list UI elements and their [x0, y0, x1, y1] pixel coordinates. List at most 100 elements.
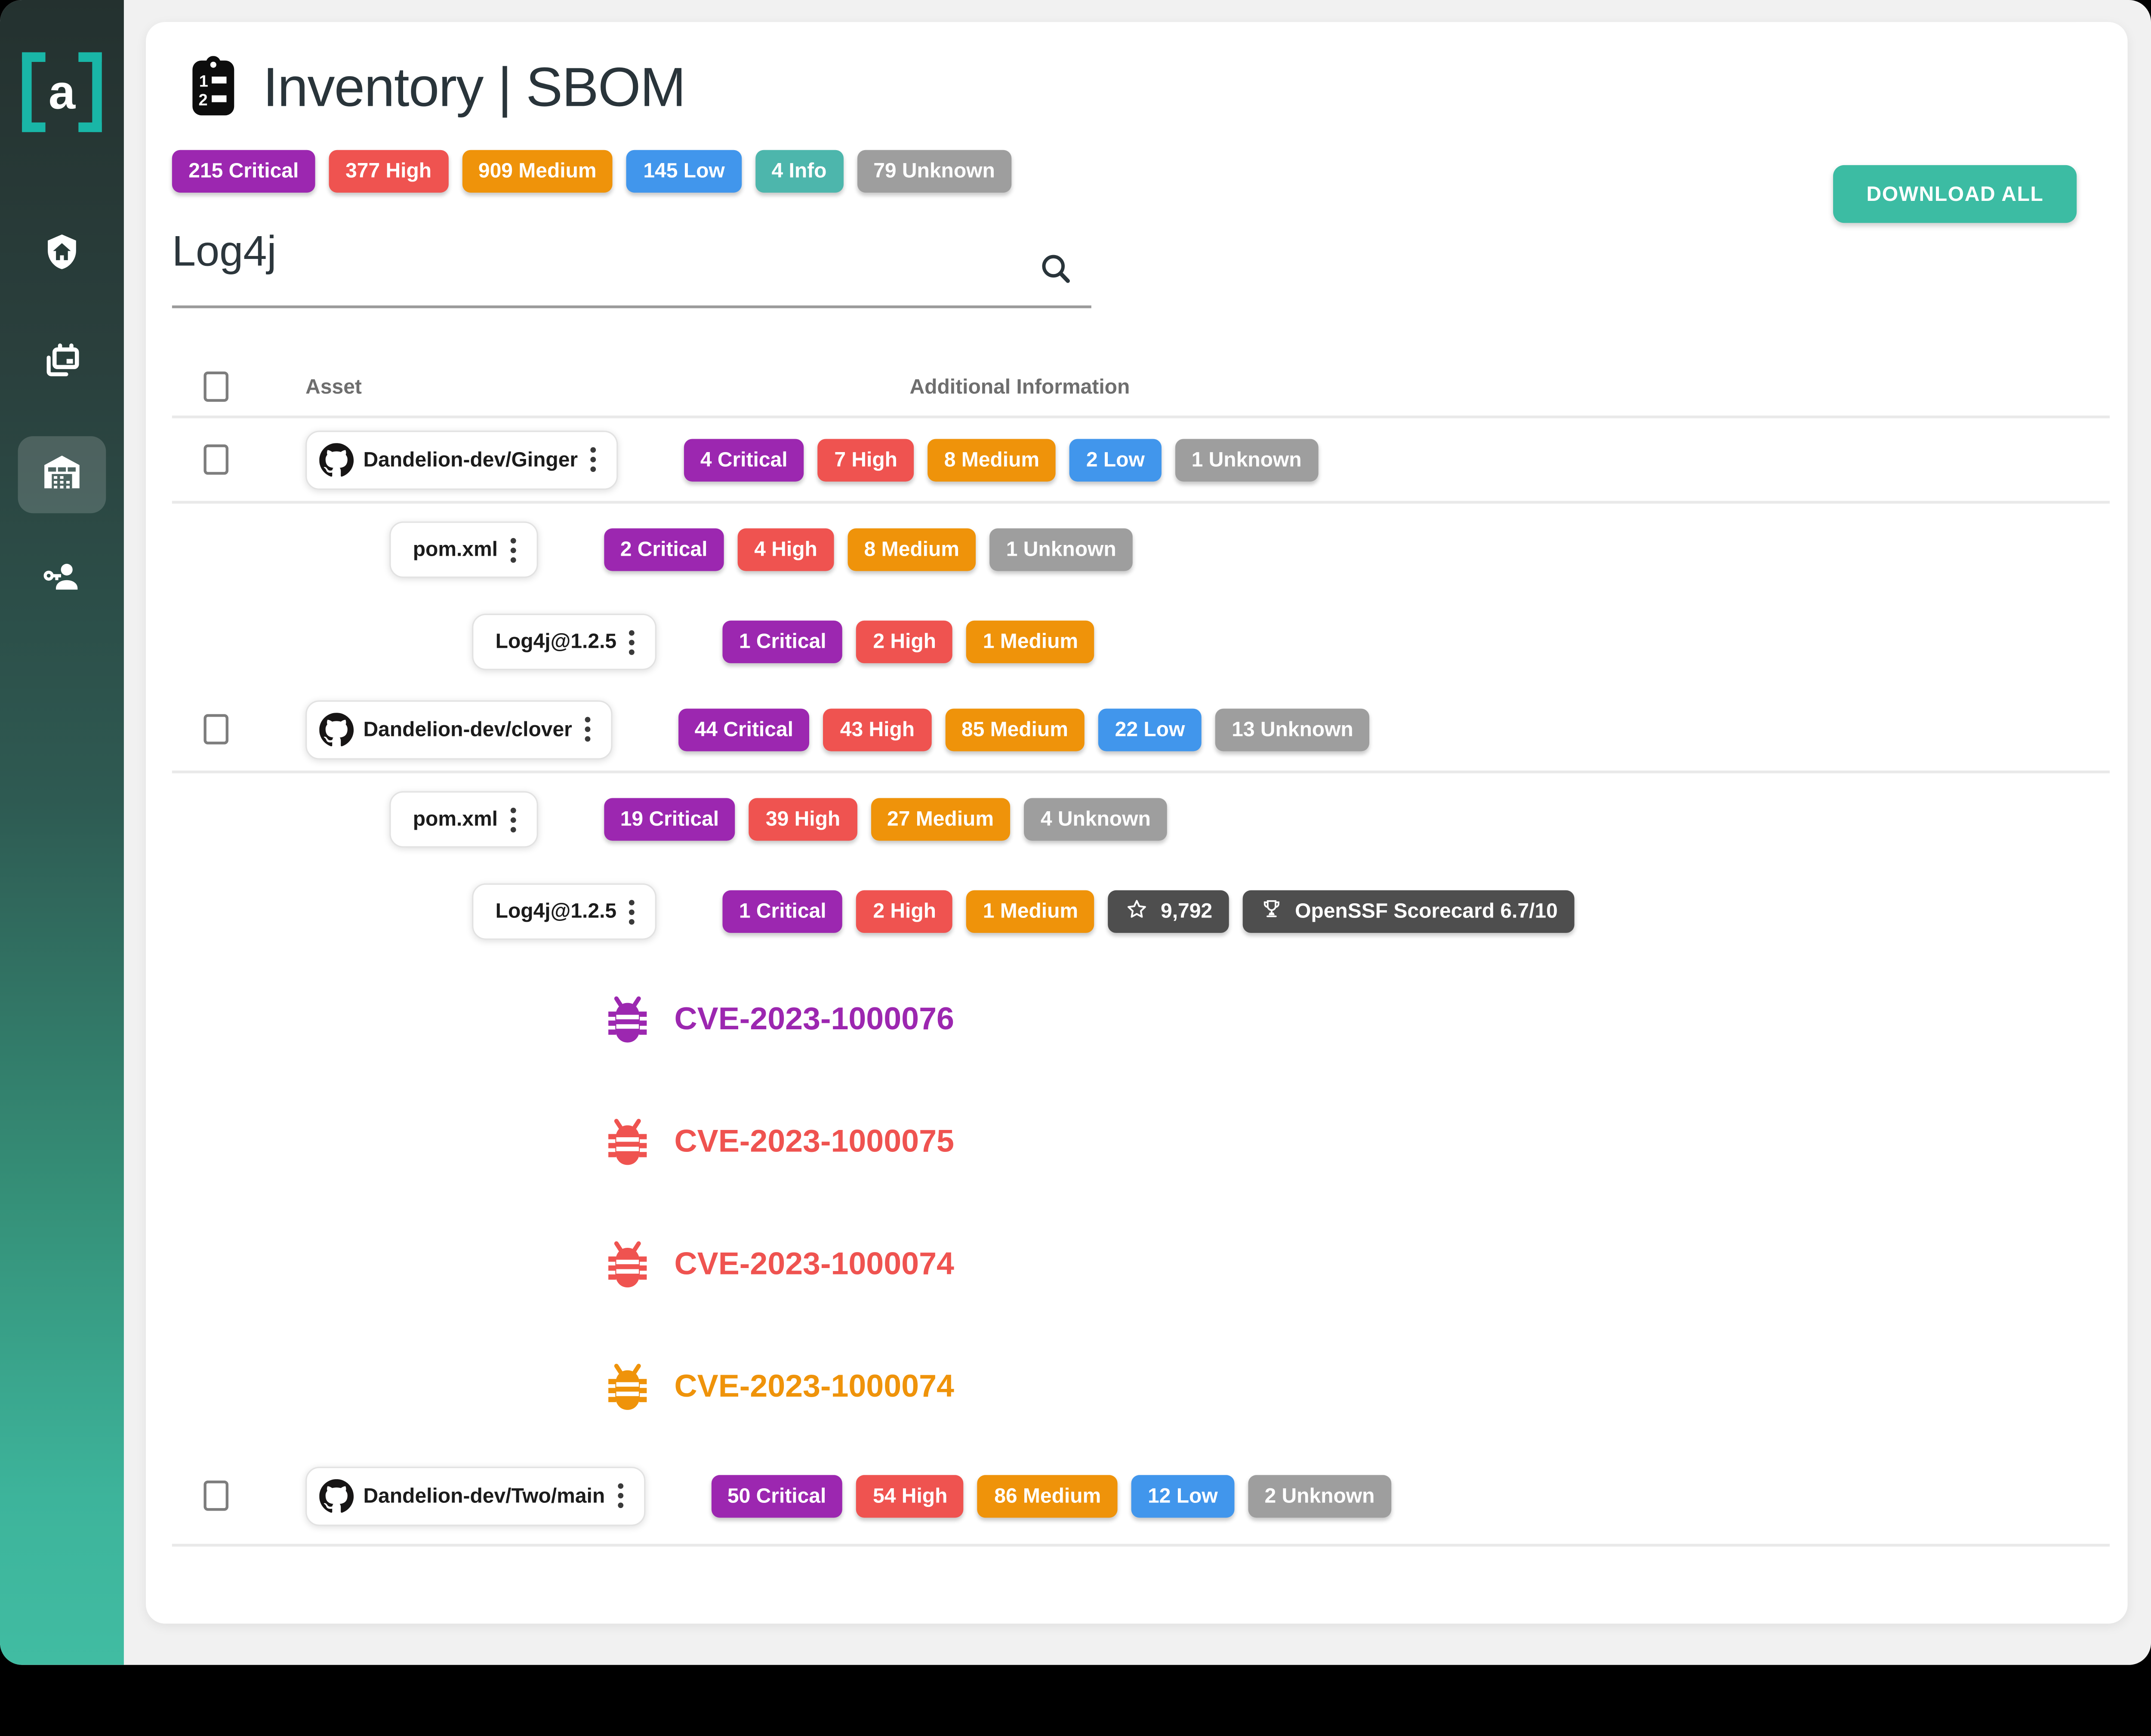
cve-link[interactable]: CVE-2023-1000074: [674, 1367, 954, 1404]
badge-label: 1 Medium: [983, 630, 1079, 654]
badge-label: 86 Medium: [994, 1484, 1101, 1508]
badge-label: 9,792: [1161, 900, 1213, 923]
severity-summary-row: 215 Critical 377 High 909 Medium 145 Low 4 I…: [172, 150, 2110, 193]
severity-badge: 2 Unknown: [1248, 1474, 1391, 1517]
severity-badge: 54 High: [856, 1474, 964, 1517]
badge-label: 215 Critical: [188, 160, 299, 183]
kebab-menu-icon[interactable]: [622, 624, 641, 660]
badge-label: 12 Low: [1147, 1484, 1218, 1508]
asset-chip[interactable]: pom.xml: [389, 791, 538, 848]
badge-label: 1 Medium: [983, 900, 1079, 923]
severity-badge: 4 Unknown: [1024, 798, 1168, 841]
severity-badge: 22 Low: [1098, 708, 1202, 751]
bug-icon: [607, 1239, 648, 1289]
download-all-button[interactable]: DOWNLOAD ALL: [1833, 165, 2077, 223]
asset-name: Dandelion-dev/clover: [363, 717, 572, 741]
sidebar-item-account-key[interactable]: [18, 538, 106, 615]
summary-severity-badge[interactable]: 215 Critical: [172, 150, 315, 193]
kebab-menu-icon[interactable]: [622, 894, 641, 930]
select-all-checkbox[interactable]: [203, 371, 229, 402]
severity-badge: 43 High: [823, 708, 931, 751]
severity-badge: OpenSSF Scorecard 6.7/10: [1242, 890, 1575, 933]
search-input[interactable]: [172, 227, 998, 277]
badge-label: 43 High: [840, 717, 915, 741]
severity-badge: 85 Medium: [945, 708, 1085, 751]
severity-badge: 27 Medium: [870, 798, 1011, 841]
summary-severity-badge[interactable]: 377 High: [329, 150, 448, 193]
search-icon[interactable]: [1038, 250, 1075, 287]
badge-label: 85 Medium: [961, 717, 1068, 741]
sidebar-item-warehouse[interactable]: [18, 436, 106, 514]
warehouse-icon: [41, 450, 83, 499]
severity-badge: 7 High: [817, 438, 914, 481]
badge-label: 1 Critical: [739, 900, 826, 923]
asset-chip[interactable]: Log4j@1.2.5: [472, 613, 656, 670]
badge-label: 909 Medium: [478, 160, 597, 183]
summary-severity-badge[interactable]: 909 Medium: [462, 150, 613, 193]
bug-icon: [607, 1117, 648, 1166]
badge-label: 4 Critical: [700, 448, 788, 471]
severity-badge: 1 Critical: [722, 620, 843, 663]
cve-row: CVE-2023-1000075: [172, 1080, 2110, 1203]
row-checkbox[interactable]: [203, 1481, 229, 1511]
asset-name: pom.xml: [413, 807, 498, 831]
badge-label: 4 Info: [771, 160, 827, 183]
badge-label: 54 High: [873, 1484, 948, 1508]
badge-label: 8 Medium: [944, 448, 1040, 471]
severity-badge: 1 Unknown: [1175, 438, 1318, 481]
star-icon: [1125, 896, 1150, 926]
severity-badge: 9,792: [1108, 890, 1229, 933]
asset-chip[interactable]: pom.xml: [389, 521, 538, 578]
asset-chip[interactable]: Dandelion-dev/clover: [305, 699, 612, 759]
logo-right-bracket: [78, 52, 102, 132]
badge-label: OpenSSF Scorecard 6.7/10: [1295, 900, 1558, 923]
logo-letter: a: [48, 66, 76, 120]
asset-name: Log4j@1.2.5: [495, 900, 617, 923]
badge-label: 79 Unknown: [873, 160, 995, 183]
row-checkbox[interactable]: [203, 444, 229, 475]
sidebar-item-calendar-multiple[interactable]: [18, 326, 106, 403]
severity-badge: 13 Unknown: [1215, 708, 1370, 751]
asset-chip[interactable]: Dandelion-dev/Two/main: [305, 1466, 645, 1526]
severity-badge: 39 High: [749, 798, 857, 841]
kebab-menu-icon[interactable]: [503, 801, 523, 837]
severity-badge: 2 High: [856, 620, 953, 663]
screen: a 1 2 Inventory | SBOM DOWNLOA: [0, 0, 2151, 1665]
asset-name: pom.xml: [413, 538, 498, 562]
sidebar: a: [0, 0, 124, 1665]
github-icon: [319, 1478, 354, 1513]
cve-row: CVE-2023-1000074: [172, 1203, 2110, 1325]
svg-text:2: 2: [199, 90, 208, 108]
asset-chip[interactable]: Log4j@1.2.5: [472, 883, 656, 940]
kebab-menu-icon[interactable]: [503, 532, 523, 567]
cve-link[interactable]: CVE-2023-1000074: [674, 1245, 954, 1281]
cve-link[interactable]: CVE-2023-1000075: [674, 1123, 954, 1159]
severity-badge: 1 Medium: [966, 890, 1095, 933]
summary-severity-badge[interactable]: 79 Unknown: [857, 150, 1012, 193]
kebab-menu-icon[interactable]: [610, 1478, 630, 1514]
bug-icon: [607, 1361, 648, 1411]
severity-badge: 1 Unknown: [989, 528, 1133, 571]
severity-badge: 1 Medium: [966, 620, 1095, 663]
titlebar: 1 2 Inventory | SBOM: [182, 55, 2110, 121]
badge-label: 4 Unknown: [1040, 807, 1151, 831]
cve-link[interactable]: CVE-2023-1000076: [674, 1000, 954, 1036]
severity-badge: 1 Critical: [722, 890, 843, 933]
badge-label: 1 Unknown: [1191, 448, 1302, 471]
row-badges: 1 Critical 2 High 1 Medium: [722, 620, 1095, 663]
summary-severity-badge[interactable]: 145 Low: [626, 150, 742, 193]
kebab-menu-icon[interactable]: [578, 711, 597, 747]
app-logo[interactable]: a: [22, 52, 102, 132]
github-icon: [319, 442, 354, 477]
kebab-menu-icon[interactable]: [583, 442, 603, 477]
sidebar-item-shield-home[interactable]: [18, 216, 106, 293]
row-checkbox[interactable]: [203, 714, 229, 745]
github-icon: [319, 712, 354, 746]
summary-severity-badge[interactable]: 4 Info: [755, 150, 843, 193]
asset-chip[interactable]: Dandelion-dev/Ginger: [305, 430, 618, 489]
